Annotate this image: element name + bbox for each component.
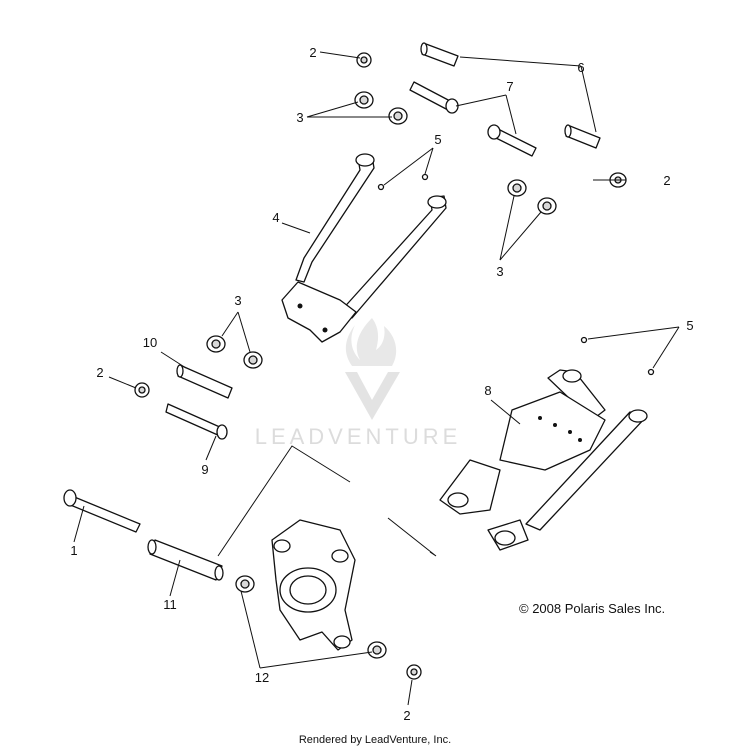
callout-7: 7 [506, 79, 513, 94]
bushing-3-mid-a [206, 335, 226, 353]
bolt-9 [165, 403, 228, 440]
callout-2: 2 [309, 45, 316, 60]
sleeve-short [176, 364, 233, 399]
footer-credit: Rendered by LeadVenture, Inc. [298, 734, 452, 746]
callout-12: 12 [255, 670, 269, 685]
callout-2: 2 [663, 173, 670, 188]
callout-9: 9 [201, 462, 208, 477]
bushing-3-mid-b [243, 351, 263, 369]
grease-fitting-5-c [580, 336, 588, 344]
callout-2: 2 [403, 708, 410, 723]
lower-control-arm [439, 369, 648, 551]
callout-11: 11 [163, 597, 177, 612]
bushing-3-right-a [507, 179, 527, 197]
sleeve-6-upper [420, 42, 459, 67]
callout-10: 10 [143, 335, 157, 350]
nut-2-left [134, 382, 150, 398]
callout-3: 3 [296, 110, 303, 125]
callout-5: 5 [434, 132, 441, 147]
callout-4: 4 [272, 210, 279, 225]
callout-6: 6 [577, 60, 584, 75]
upper-control-arm [281, 153, 447, 343]
bearing-12-b [367, 641, 387, 659]
watermark-logo [345, 318, 400, 420]
copyright-notice: © 2008 Polaris Sales Inc. [519, 601, 666, 616]
grease-fitting-5-b [421, 173, 429, 181]
callout-5: 5 [686, 318, 693, 333]
sleeve-6-lower [564, 124, 601, 149]
grease-fitting-5-d [647, 368, 655, 376]
bushing-3-top-a [354, 91, 374, 109]
grease-fitting-5-a [377, 183, 385, 191]
callout-3: 3 [496, 264, 503, 279]
bearing-carrier-knuckle [271, 519, 356, 651]
bolt-7-upper [409, 81, 459, 114]
sleeve-long [147, 539, 224, 581]
nut-2-bottom [406, 664, 422, 680]
callout-3: 3 [234, 293, 241, 308]
watermark-text: LEADVENTURE [255, 424, 462, 449]
bushing-3-top-b [388, 107, 408, 125]
bolt-7-lower [487, 124, 537, 157]
leader-lines [73, 51, 680, 706]
bolt-long [63, 489, 141, 533]
bushing-3-right-b [537, 197, 557, 215]
callout-8: 8 [484, 383, 491, 398]
nut-2-top [356, 52, 372, 68]
callout-2: 2 [96, 365, 103, 380]
bearing-12-a [235, 575, 255, 593]
callout-labels: 2 3 5 6 7 2 4 3 3 5 10 2 8 9 1 11 12 2 [70, 45, 693, 723]
callout-1: 1 [70, 543, 77, 558]
